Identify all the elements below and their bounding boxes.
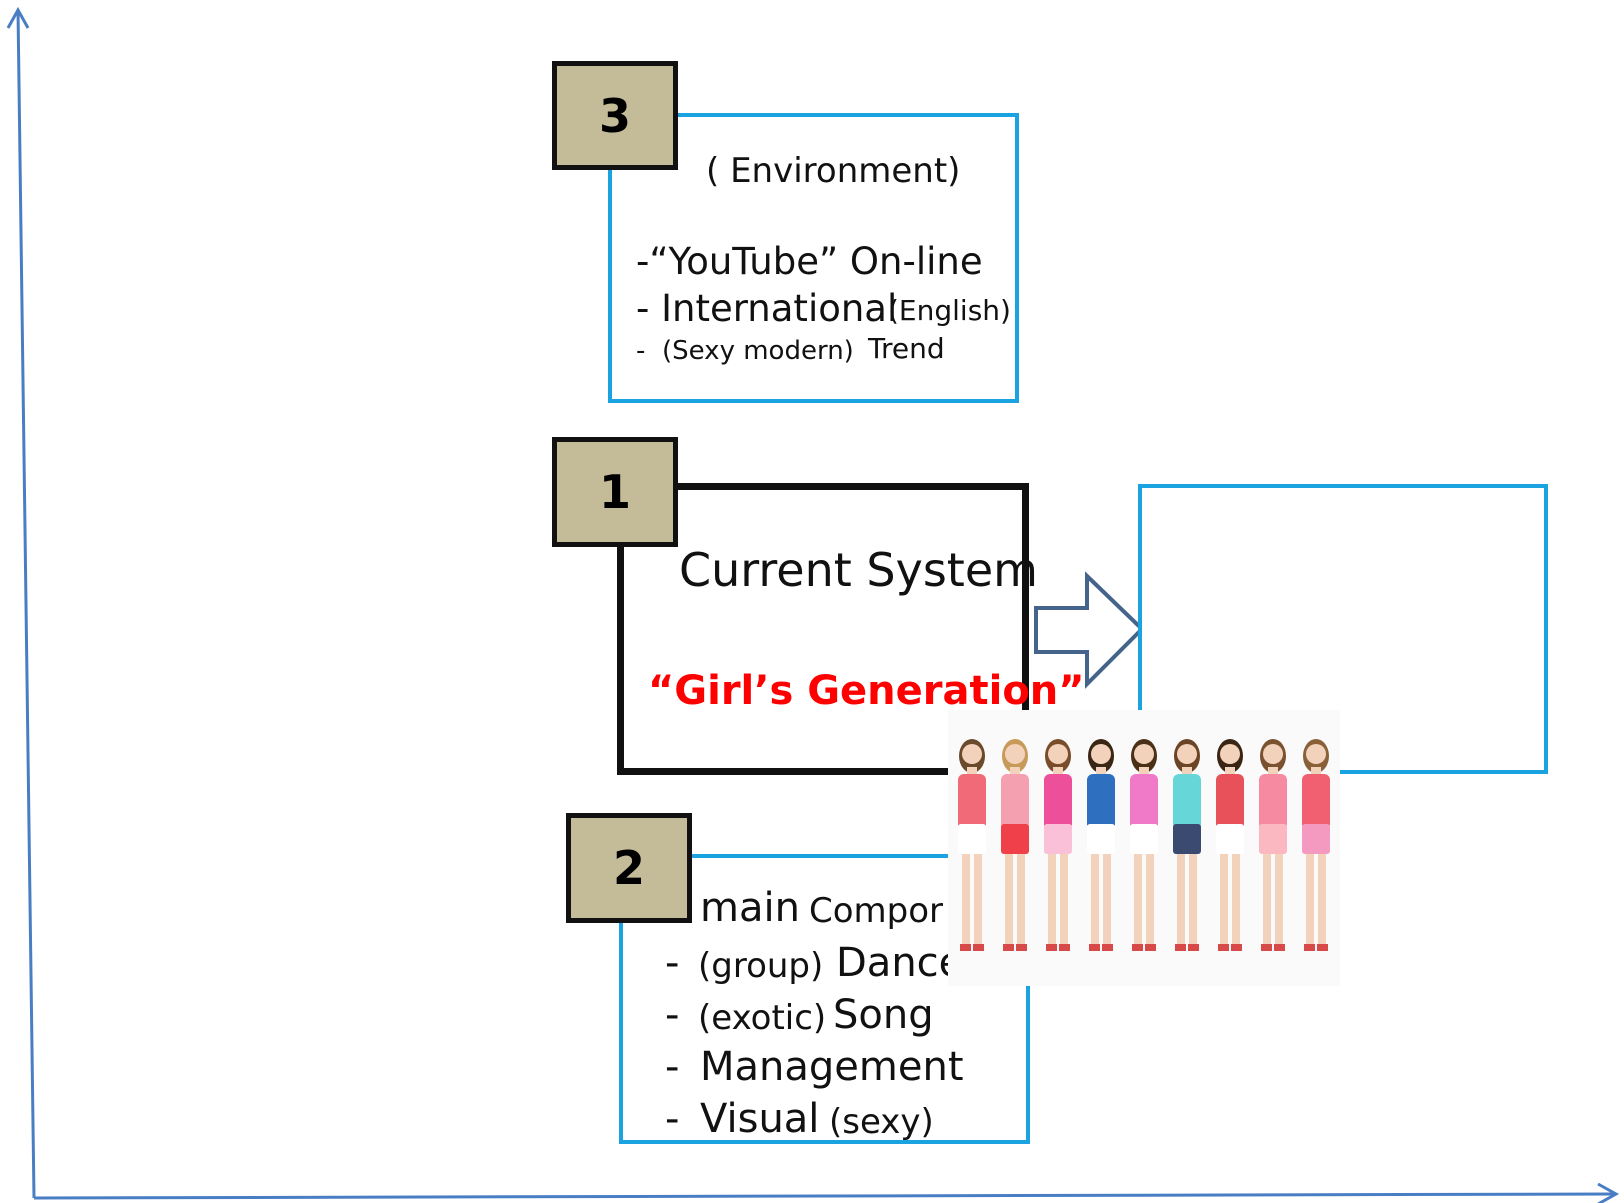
components-item-song-dash: - xyxy=(665,992,680,1038)
environment-item-international: - International xyxy=(636,287,898,330)
photo-figure xyxy=(1216,739,1244,951)
badge-1: 1 xyxy=(552,437,678,547)
components-item-song-detail: (exotic) xyxy=(698,998,827,1038)
photo-figure xyxy=(1130,739,1158,951)
environment-item-youtube: -“YouTube” On-line xyxy=(636,240,983,283)
components-item-visual: Visual xyxy=(700,1096,820,1142)
current-system-heading: Current System xyxy=(679,543,1038,597)
components-item-management-dash: - xyxy=(665,1044,680,1090)
components-item-dance: Dance xyxy=(836,940,964,986)
environment-item-international-detail: (English) xyxy=(888,294,1011,327)
components-item-dance-dash: - xyxy=(665,940,680,986)
components-item-visual-dash: - xyxy=(665,1096,680,1142)
components-heading-rest: Compor xyxy=(809,891,944,931)
environment-item-trend-detail: (Sexy modern) xyxy=(662,336,854,366)
current-system-highlight: “Girl’s Generation” xyxy=(648,668,1085,714)
photo-figure xyxy=(1044,739,1072,951)
badge-2: 2 xyxy=(566,813,692,923)
photo-figure xyxy=(958,739,986,951)
transition-arrow xyxy=(1034,571,1145,689)
components-item-song: Song xyxy=(833,992,934,1038)
components-item-visual-detail: (sexy) xyxy=(829,1102,934,1142)
photo-figure xyxy=(1087,739,1115,951)
components-item-management: Management xyxy=(700,1044,964,1090)
components-heading-main: main xyxy=(700,885,800,931)
environment-item-trend-label: Trend xyxy=(868,332,945,365)
photo-figure xyxy=(1302,739,1330,951)
photo-figure xyxy=(1173,739,1201,951)
photo-figure xyxy=(1001,739,1029,951)
badge-3: 3 xyxy=(552,61,678,170)
group-photo xyxy=(948,710,1340,986)
y-axis xyxy=(6,6,36,1199)
environment-item-trend-dash: - xyxy=(636,336,646,366)
photo-figure xyxy=(1259,739,1287,951)
x-axis xyxy=(33,1182,1620,1203)
environment-heading: ( Environment) xyxy=(706,151,961,191)
current-system-box: Current System “Girl’s Generation” xyxy=(617,483,1085,775)
components-item-dance-detail: (group) xyxy=(698,946,824,986)
